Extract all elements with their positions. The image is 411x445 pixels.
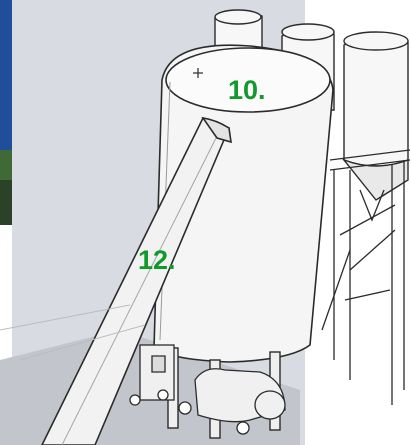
ground-lines <box>0 304 146 361</box>
inclined-conveyor <box>41 116 232 445</box>
crosshair-icon <box>193 68 203 78</box>
main-silo <box>153 44 334 363</box>
callout-label-12: 12. <box>138 245 176 275</box>
callout-label-10: 10. <box>228 75 266 105</box>
support-frame <box>321 149 411 405</box>
photo-strip <box>0 0 12 225</box>
base-machinery <box>129 344 286 435</box>
